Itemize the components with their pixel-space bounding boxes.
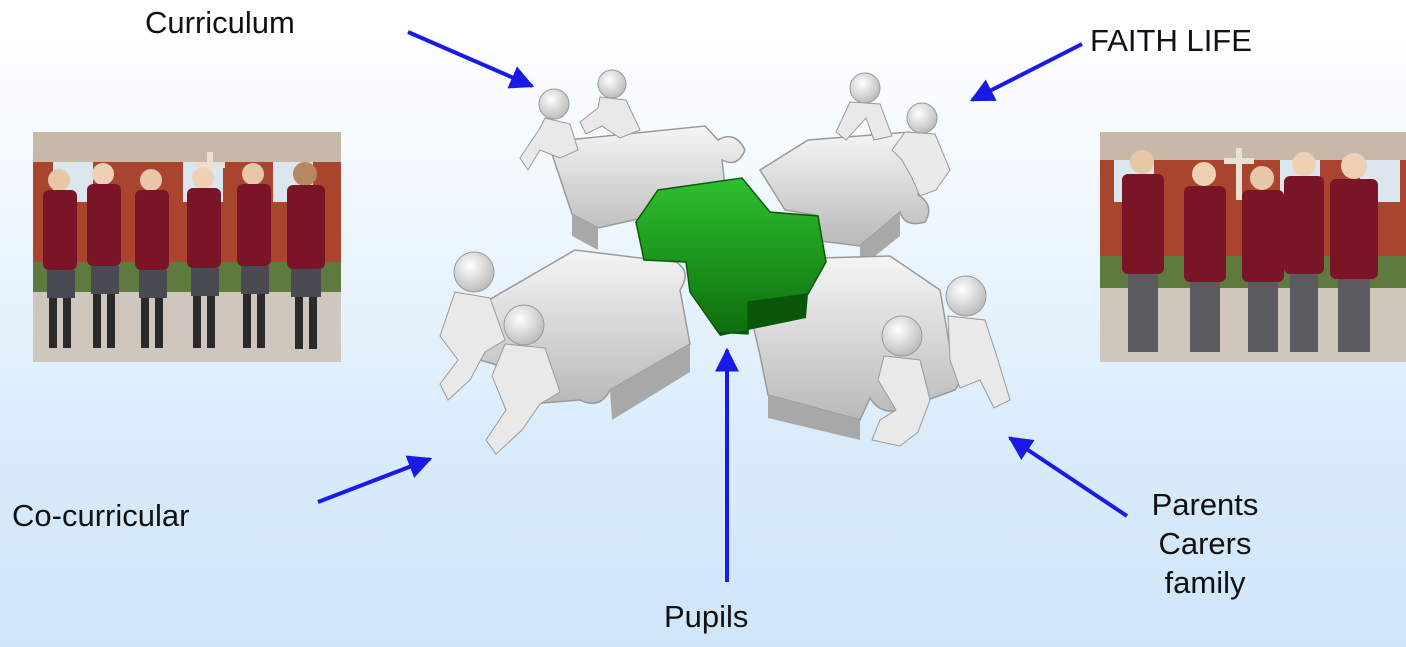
label-parents: Parents — [1151, 487, 1259, 522]
girls-group-photo — [33, 132, 341, 362]
boys-group-photo — [1100, 132, 1406, 362]
figure-top-right-1 — [835, 72, 893, 141]
label-curriculum: Curriculum — [145, 5, 295, 40]
figure-bottom-right-1 — [945, 275, 1011, 409]
figure-top-left-1 — [519, 88, 579, 171]
label-carers: Carers — [1158, 525, 1252, 561]
label-co-curricular: Co-curricular — [12, 498, 190, 533]
figure-bottom-left-1 — [439, 251, 506, 401]
arrow-co-curricular — [317, 455, 433, 504]
figure-bottom-left-2 — [485, 304, 561, 455]
figure-top-right-2 — [891, 102, 951, 197]
arrow-curriculum — [407, 30, 535, 89]
figure-top-left-2 — [579, 69, 641, 139]
puzzle-piece-center-green — [635, 177, 827, 336]
label-pupils: Pupils — [664, 599, 749, 634]
arrow-parents — [1008, 436, 1129, 518]
label-family: family — [1164, 564, 1246, 600]
figure-bottom-right-2 — [871, 315, 931, 447]
label-parents-carers-family: Parents Carers family — [1135, 486, 1275, 602]
label-faith-life: FAITH LIFE — [1090, 23, 1252, 58]
arrow-faith-life — [969, 42, 1083, 102]
